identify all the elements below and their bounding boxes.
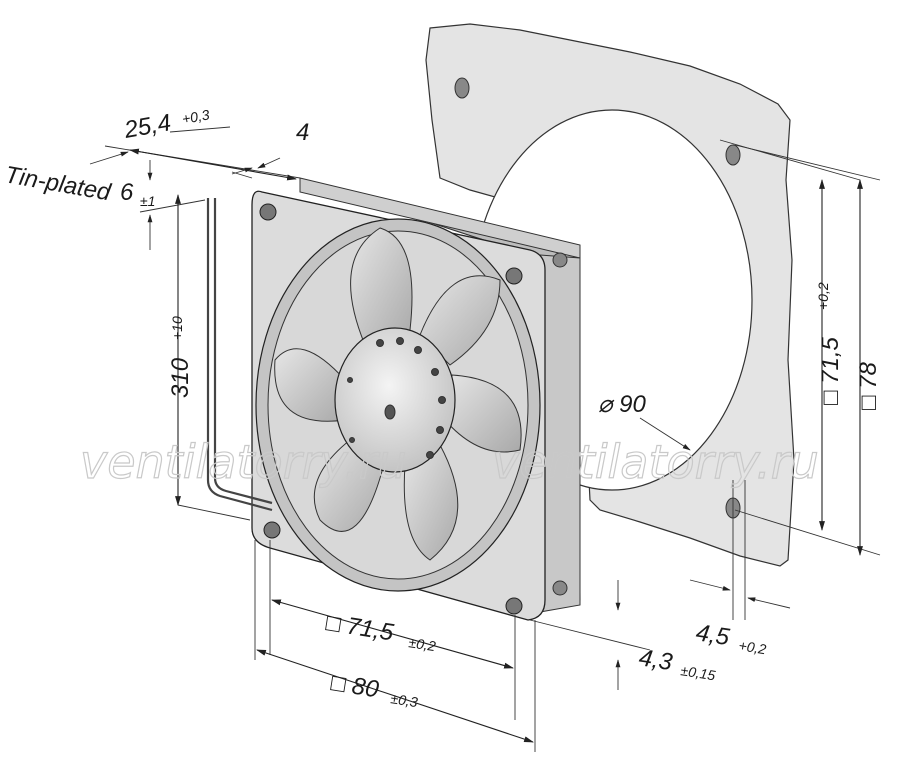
- fan-blade: [274, 348, 346, 422]
- mount-hole-top-left: [259, 203, 277, 221]
- fan-blade: [419, 275, 501, 366]
- fan-blade: [403, 444, 459, 561]
- hole-offset-tolerance: ±0,15: [680, 662, 717, 683]
- strip-value: 6: [120, 179, 134, 206]
- gasket-hole-top-right: [725, 144, 741, 166]
- fan-blade: [350, 227, 413, 346]
- frame-size-value: □ 80: [329, 669, 381, 703]
- mount-hole-bottom-left: [263, 521, 281, 539]
- side-hole-pitch-value: □ 71,5: [817, 336, 844, 405]
- flange-value: 4: [296, 119, 309, 146]
- depth-value: 25,4: [121, 109, 173, 144]
- lead-value: 310: [167, 357, 194, 398]
- lead-wires: [206, 198, 273, 512]
- frame-size-tolerance: ±0,3: [390, 690, 420, 710]
- mount-hole-top-right: [505, 267, 523, 285]
- gasket-hole-top-left: [454, 77, 470, 99]
- gasket-size-value: □ 78: [855, 361, 882, 410]
- fan-hub: [334, 327, 456, 473]
- bottom-hole-pitch-value: □ 71,5: [324, 609, 396, 646]
- side-hole-pitch-tolerance: +0,2: [815, 282, 831, 310]
- fan-housing-side: [299, 177, 581, 613]
- watermark: ventilatorry.ru ventilatorry.ru: [79, 434, 819, 489]
- strip-tolerance: ±1: [140, 193, 155, 209]
- hole-offset-value: 4,3: [637, 644, 675, 676]
- lead-tolerance: +10: [169, 316, 185, 340]
- cutout-diameter-value: ⌀ 90: [598, 391, 646, 418]
- dimension-lines: [89, 126, 881, 752]
- fan-blade: [444, 374, 522, 453]
- bottom-hole-pitch-tolerance: ±0,2: [408, 634, 438, 654]
- watermark-text-left: ventilatorry.ru: [80, 435, 407, 489]
- tin-plated-label: Tin-plated: [3, 161, 113, 206]
- watermark-text-right: ventilatorry.ru: [492, 435, 819, 489]
- fan-impeller: [274, 227, 522, 561]
- depth-tolerance: +0,3: [181, 106, 211, 127]
- hole-diameter-value: 4,5: [694, 619, 732, 651]
- hole-diameter-tolerance: +0,2: [738, 637, 768, 657]
- mount-hole-bottom-right: [505, 597, 523, 615]
